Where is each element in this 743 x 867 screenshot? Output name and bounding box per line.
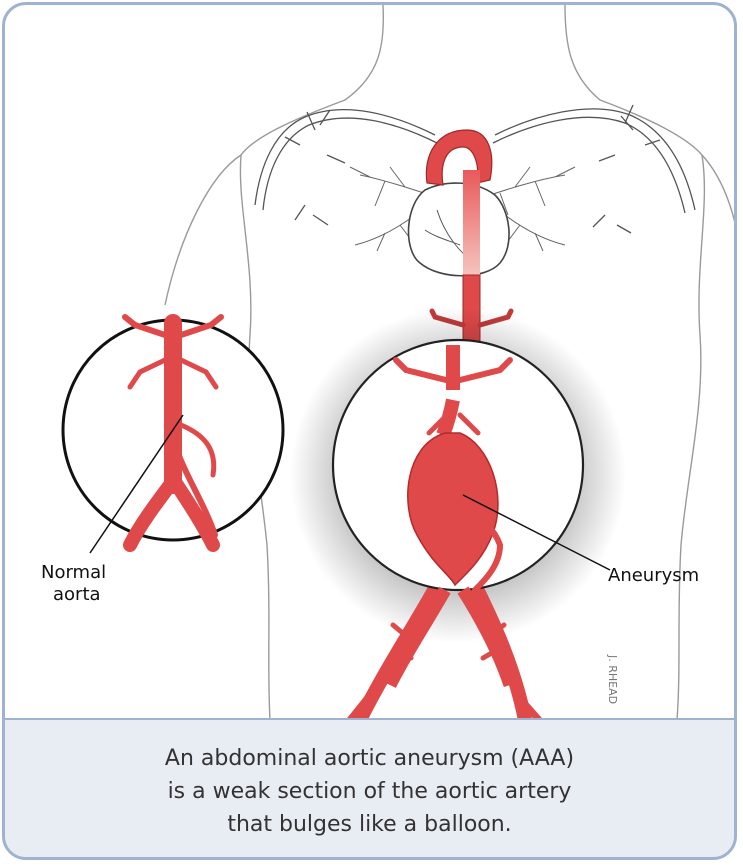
aorta-illustration: Normal aorta Aneurysm J. RHEAD [5, 5, 737, 720]
descending-aorta-upper [463, 170, 480, 280]
caption-text: An abdominal aortic aneurysm (AAA) is a … [45, 742, 694, 841]
caption-panel: An abdominal aortic aneurysm (AAA) is a … [5, 718, 734, 860]
heart-outline [409, 183, 510, 276]
aneurysm-label: Aneurysm [608, 565, 699, 586]
caption-line-2: is a weak section of the aortic artery [45, 775, 694, 808]
illustration-card: Normal aorta Aneurysm J. RHEAD An abdomi… [2, 2, 737, 860]
normal-aorta-label-line2: aorta [53, 584, 101, 605]
caption-line-1: An abdominal aortic aneurysm (AAA) [45, 742, 694, 775]
caption-line-3: that bulges like a balloon. [45, 808, 694, 841]
normal-aorta-label-line1: Normal [41, 562, 106, 583]
artist-signature: J. RHEAD [606, 654, 619, 704]
aortic-arch [426, 130, 491, 185]
